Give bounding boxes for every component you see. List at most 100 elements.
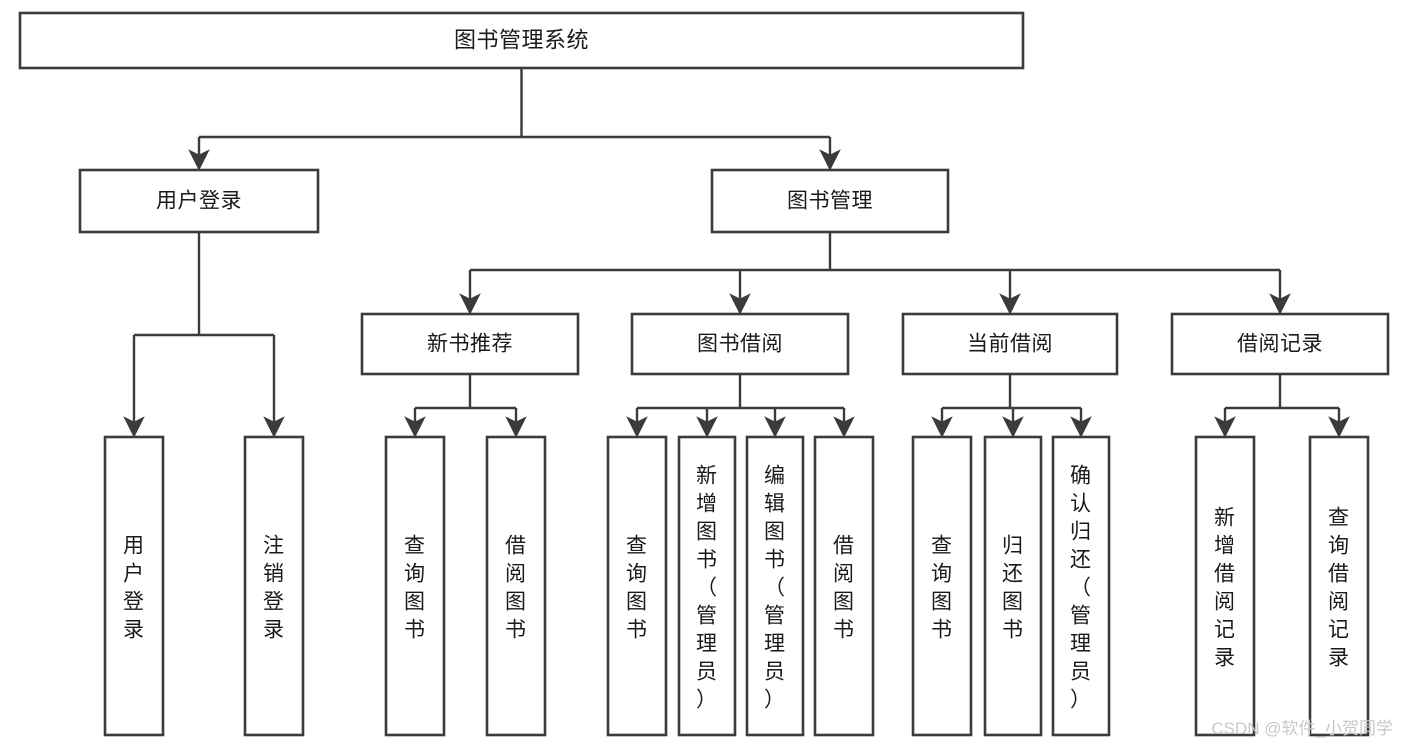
- leaf-char: 借: [505, 534, 527, 557]
- node-leaf-user-login[interactable]: 用户登录: [103, 435, 165, 737]
- node-leaf-add-record[interactable]: 新增借阅记录: [1194, 435, 1256, 737]
- csdn-watermark: CSDN @软件_小贺同学: [1211, 719, 1393, 738]
- node-leaf-add-book-box[interactable]: [677, 435, 737, 737]
- node-leaf-user-login-label: 用户登录: [123, 534, 145, 641]
- node-user-login[interactable]: 用户登录: [78, 168, 320, 234]
- leaf-char: 阅: [505, 562, 527, 585]
- leaf-char: 图: [1002, 590, 1024, 613]
- node-leaf-query-book-cb-box[interactable]: [911, 435, 973, 737]
- leaf-char: 书: [505, 618, 527, 641]
- leaf-char: 理: [696, 632, 718, 655]
- node-user-login-box[interactable]: [78, 168, 320, 234]
- leaf-char: 新: [1214, 506, 1236, 529]
- leaf-char: （: [1070, 576, 1092, 599]
- node-borrow-record[interactable]: 借阅记录: [1170, 312, 1390, 376]
- node-book-borrow-box[interactable]: [630, 312, 850, 376]
- node-leaf-confirm-return-box[interactable]: [1051, 435, 1111, 737]
- node-leaf-query-record[interactable]: 查询借阅记录: [1308, 435, 1370, 737]
- leaf-char: 询: [626, 562, 648, 585]
- leaf-char: 新: [696, 464, 718, 487]
- node-root-label: 图书管理系统: [454, 27, 589, 52]
- leaf-char: 询: [1328, 534, 1350, 557]
- node-book-borrow-label: 图书借阅: [697, 333, 783, 356]
- node-book-borrow[interactable]: 图书借阅: [630, 312, 850, 376]
- leaf-char: 管: [1070, 604, 1092, 627]
- node-root[interactable]: 图书管理系统: [18, 11, 1025, 70]
- leaf-char: 员: [1070, 660, 1092, 683]
- node-leaf-confirm-return[interactable]: 确认归还（管理员）: [1051, 435, 1111, 737]
- node-leaf-query-record-label: 查询借阅记录: [1328, 506, 1350, 669]
- node-leaf-query-book-bb-box[interactable]: [606, 435, 668, 737]
- node-current-borrow-box[interactable]: [901, 312, 1119, 376]
- leaf-char: ）: [1070, 688, 1092, 711]
- node-leaf-edit-book-box[interactable]: [745, 435, 805, 737]
- node-leaf-query-record-box[interactable]: [1308, 435, 1370, 737]
- leaf-char: 还: [1070, 548, 1092, 571]
- node-leaf-query-book-bb[interactable]: 查询图书: [606, 435, 668, 737]
- leaf-char: 图: [833, 590, 855, 613]
- leaf-char: ）: [696, 688, 718, 711]
- leaf-char: 书: [931, 618, 953, 641]
- node-leaf-edit-book-label: 编辑图书（管理员）: [764, 464, 786, 711]
- leaf-char: 书: [833, 618, 855, 641]
- node-leaf-borrow-book-bb-box[interactable]: [813, 435, 875, 737]
- leaf-char: 用: [123, 534, 145, 557]
- node-leaf-return-book-box[interactable]: [983, 435, 1043, 737]
- leaf-char: 询: [404, 562, 426, 585]
- connector-group-book-borrow: [626, 374, 855, 438]
- node-leaf-logout-box[interactable]: [243, 435, 305, 737]
- leaf-node-layer: 用户登录注销登录查询图书借阅图书查询图书新增图书（管理员）编辑图书（管理员）借阅…: [103, 435, 1370, 737]
- node-leaf-user-login-box[interactable]: [103, 435, 165, 737]
- node-leaf-borrow-book-rec-box[interactable]: [485, 435, 547, 737]
- leaf-char: 记: [1328, 618, 1350, 641]
- node-leaf-add-record-box[interactable]: [1194, 435, 1256, 737]
- leaf-char: 借: [1328, 562, 1350, 585]
- leaf-char: 确: [1070, 464, 1092, 487]
- node-leaf-borrow-book-rec-label: 借阅图书: [505, 534, 527, 641]
- leaf-char: 员: [764, 660, 786, 683]
- node-new-book-rec[interactable]: 新书推荐: [360, 312, 580, 376]
- node-leaf-logout-label: 注销登录: [263, 534, 285, 641]
- leaf-char: 书: [404, 618, 426, 641]
- node-book-manage-box[interactable]: [710, 168, 950, 234]
- node-leaf-confirm-return-label: 确认归还（管理员）: [1070, 464, 1092, 711]
- node-leaf-query-book-cb[interactable]: 查询图书: [911, 435, 973, 737]
- node-leaf-logout[interactable]: 注销登录: [243, 435, 305, 737]
- leaf-char: 注: [263, 534, 285, 557]
- node-leaf-edit-book[interactable]: 编辑图书（管理员）: [745, 435, 805, 737]
- leaf-char: 录: [263, 618, 285, 641]
- node-leaf-query-book-cb-label: 查询图书: [931, 534, 953, 641]
- node-leaf-query-book-rec-box[interactable]: [384, 435, 446, 737]
- leaf-char: （: [696, 576, 718, 599]
- connector-group-borrow-record: [1214, 374, 1350, 438]
- leaf-char: 理: [1070, 632, 1092, 655]
- node-borrow-record-box[interactable]: [1170, 312, 1390, 376]
- leaf-char: 借: [1214, 562, 1236, 585]
- leaf-char: 图: [404, 590, 426, 613]
- node-leaf-borrow-book-rec[interactable]: 借阅图书: [485, 435, 547, 737]
- node-root-box[interactable]: [18, 11, 1025, 70]
- node-leaf-return-book[interactable]: 归还图书: [983, 435, 1043, 737]
- leaf-char: 查: [404, 534, 426, 557]
- leaf-char: 录: [1328, 646, 1350, 669]
- node-book-manage-label: 图书管理: [787, 190, 873, 213]
- leaf-char: 还: [1002, 562, 1024, 585]
- leaf-char: 登: [263, 590, 285, 613]
- node-leaf-return-book-label: 归还图书: [1002, 534, 1024, 641]
- leaf-char: 书: [696, 548, 718, 571]
- leaf-char: 户: [123, 562, 145, 585]
- node-leaf-query-book-bb-label: 查询图书: [626, 534, 648, 641]
- leaf-char: 员: [696, 660, 718, 683]
- node-leaf-borrow-book-bb[interactable]: 借阅图书: [813, 435, 875, 737]
- leaf-char: 理: [764, 632, 786, 655]
- node-new-book-rec-box[interactable]: [360, 312, 580, 376]
- node-leaf-add-book[interactable]: 新增图书（管理员）: [677, 435, 737, 737]
- connector-group-new-book-rec: [404, 374, 527, 438]
- node-leaf-add-book-label: 新增图书（管理员）: [696, 464, 718, 711]
- node-current-borrow[interactable]: 当前借阅: [901, 312, 1119, 376]
- node-leaf-add-record-label: 新增借阅记录: [1214, 506, 1236, 669]
- node-book-manage[interactable]: 图书管理: [710, 168, 950, 234]
- node-leaf-query-book-rec[interactable]: 查询图书: [384, 435, 446, 737]
- node-leaf-query-book-rec-label: 查询图书: [404, 534, 426, 641]
